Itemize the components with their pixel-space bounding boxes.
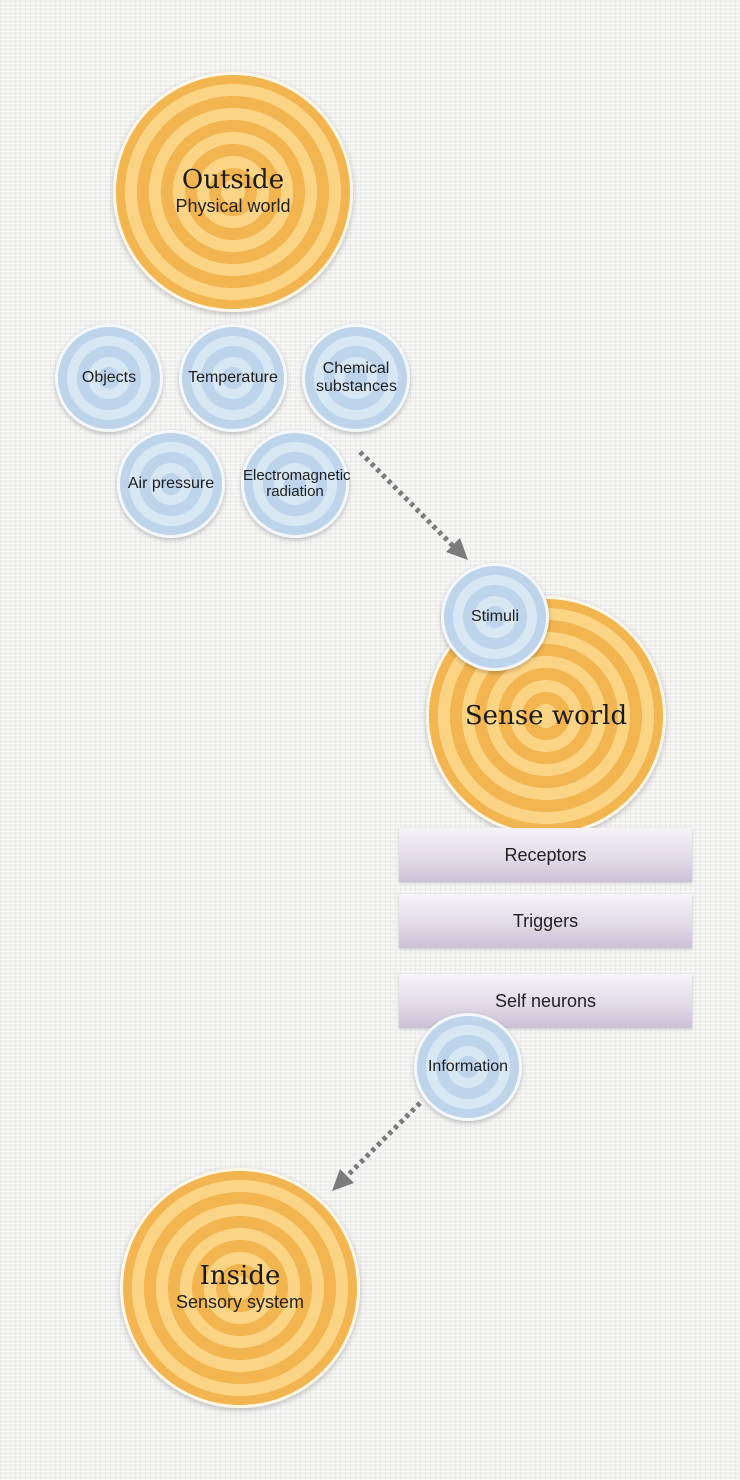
electromagnetic-radiation-circle: Electromagnetic radiation [241,430,351,538]
temperature-circle: Temperature [179,324,287,432]
chemical-substances-circle: Chemical substances [302,324,410,432]
stimuli-circle: Stimuli [441,563,549,671]
air-pressure-circle: Air pressure [117,430,225,538]
receptors-bar: Receptors [399,828,692,882]
outside-subtitle: Physical world [175,196,291,217]
outside-circle: Outside Physical world [113,72,353,312]
temperature-label: Temperature [188,369,278,387]
arrowhead-stimuli [446,538,468,560]
dotted-arrow-to-inside [343,1101,422,1180]
information-circle: Information [414,1013,522,1121]
triggers-bar: Triggers [399,894,692,948]
objects-label: Objects [81,369,137,387]
self-neurons-bar: Self neurons [399,974,692,1028]
arrowhead-inside [332,1169,354,1191]
air-pressure-label: Air pressure [127,475,215,493]
outside-title: Outside [181,165,285,196]
inside-circle: Inside Sensory system [120,1168,360,1408]
dotted-arrow-to-stimuli [358,450,457,550]
objects-circle: Objects [55,324,163,432]
inside-title: Inside [199,1261,281,1292]
chemical-substances-label: Chemical substances [316,360,397,395]
information-label: Information [427,1058,509,1076]
electromagnetic-radiation-label: Electromagnetic radiation [243,466,351,500]
stimuli-label: Stimuli [470,608,519,626]
sense-world-circle: Sense world [426,596,666,836]
sense-world-title: Sense world [464,700,628,731]
inside-subtitle: Sensory system [175,1292,305,1313]
